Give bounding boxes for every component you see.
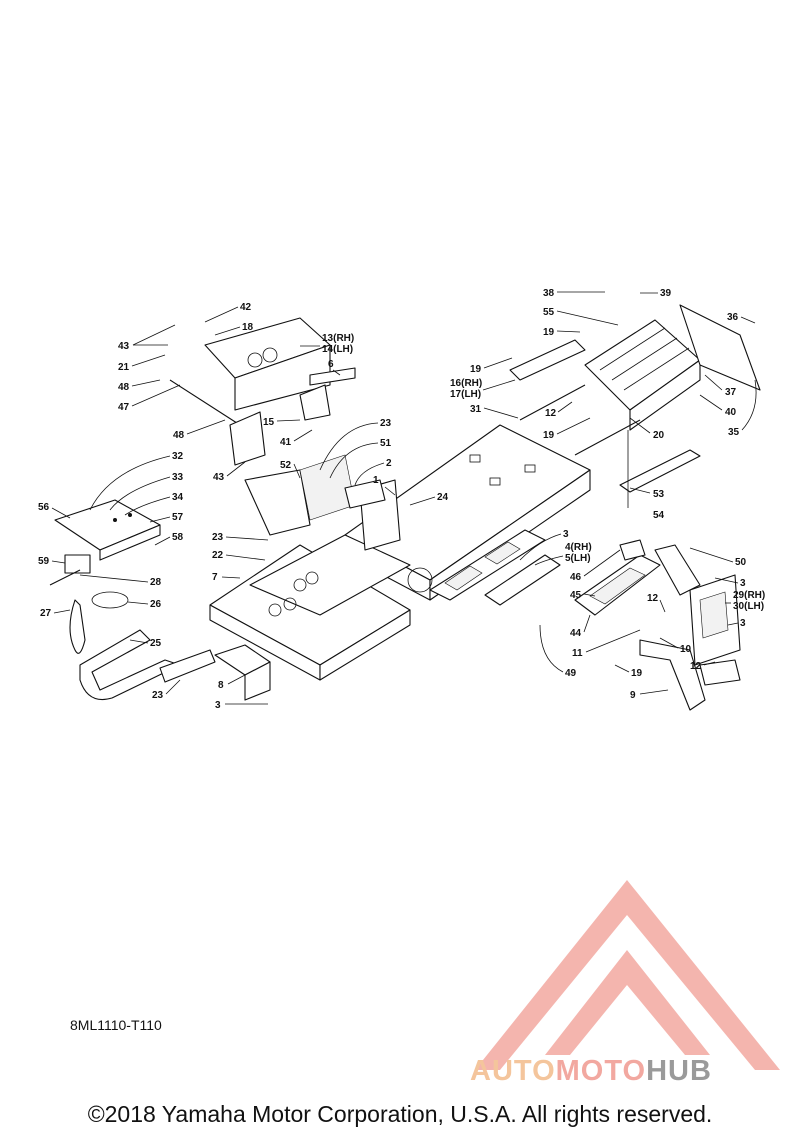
watermark-text: AUTOMOTOHUB bbox=[470, 1055, 712, 1088]
control-plate bbox=[54, 499, 161, 561]
callout-52: 52 bbox=[280, 460, 292, 471]
headlight-unit bbox=[49, 554, 91, 586]
callout-54: 54 bbox=[653, 510, 665, 521]
callout-8: 8 bbox=[218, 680, 224, 691]
callout-19c: 19 bbox=[543, 430, 555, 441]
callout-58: 58 bbox=[172, 532, 184, 543]
callout-23b: 23 bbox=[152, 690, 164, 701]
callout-47: 47 bbox=[118, 402, 130, 413]
side-panel bbox=[654, 544, 741, 666]
watermark-auto: AUTO bbox=[470, 1055, 556, 1087]
callout-38: 38 bbox=[543, 288, 555, 299]
callout-45: 45 bbox=[570, 590, 582, 601]
callout-14: 14(LH) bbox=[322, 344, 353, 355]
callout-21: 21 bbox=[118, 362, 130, 373]
callout-59: 59 bbox=[38, 556, 50, 567]
automotohub-logo bbox=[475, 880, 780, 1070]
callout-23c: 23 bbox=[212, 532, 224, 543]
callout-51: 51 bbox=[380, 438, 392, 449]
callout-41: 41 bbox=[280, 437, 292, 448]
callout-50: 50 bbox=[735, 557, 747, 568]
callout-3a: 3 bbox=[215, 700, 221, 711]
callout-17: 17(LH) bbox=[450, 389, 481, 400]
callout-53: 53 bbox=[653, 489, 665, 500]
callout-40: 40 bbox=[725, 407, 737, 418]
steering-bracket bbox=[169, 317, 356, 466]
callout-3b: 3 bbox=[563, 529, 569, 540]
callout-4: 4(RH) bbox=[565, 542, 592, 553]
callout-23a: 23 bbox=[380, 418, 392, 429]
front-bracket bbox=[214, 644, 271, 701]
callout-11: 11 bbox=[572, 648, 583, 659]
callout-10: 10 bbox=[680, 644, 692, 655]
front-bumper bbox=[79, 629, 216, 701]
callout-13: 13(RH) bbox=[322, 333, 354, 344]
callout-42: 42 bbox=[240, 302, 252, 313]
footrest-lh bbox=[484, 554, 561, 606]
callout-3d: 3 bbox=[740, 618, 746, 629]
callout-15: 15 bbox=[263, 417, 275, 428]
seat-base bbox=[244, 454, 386, 536]
callout-32: 32 bbox=[172, 451, 184, 462]
callout-35: 35 bbox=[728, 427, 740, 438]
callout-3c: 3 bbox=[740, 578, 746, 589]
callout-48b: 48 bbox=[173, 430, 185, 441]
running-board bbox=[574, 539, 661, 616]
callout-37: 37 bbox=[725, 387, 737, 398]
rear-rack bbox=[509, 319, 701, 431]
callout-25: 25 bbox=[150, 638, 162, 649]
callout-57: 57 bbox=[172, 512, 184, 523]
callout-19d: 19 bbox=[631, 668, 643, 679]
footrest-rh bbox=[429, 529, 546, 601]
front-chassis bbox=[209, 479, 411, 681]
callout-31: 31 bbox=[470, 404, 482, 415]
hitch-loop bbox=[69, 591, 129, 654]
callout-49: 49 bbox=[565, 668, 577, 679]
callout-18: 18 bbox=[242, 322, 254, 333]
callout-34: 34 bbox=[172, 492, 184, 503]
callout-39: 39 bbox=[660, 288, 672, 299]
watermark-moto: MOTO bbox=[555, 1055, 647, 1087]
callout-24: 24 bbox=[437, 492, 449, 503]
callout-26: 26 bbox=[150, 599, 162, 610]
rear-rods bbox=[519, 384, 701, 493]
callout-28: 28 bbox=[150, 577, 162, 588]
callout-16: 16(RH) bbox=[450, 378, 482, 389]
callout-1: 1 bbox=[373, 475, 379, 486]
callout-46: 46 bbox=[570, 572, 582, 583]
callout-43b: 43 bbox=[213, 472, 225, 483]
callout-48a: 48 bbox=[118, 382, 130, 393]
callout-33: 33 bbox=[172, 472, 184, 483]
callout-19b: 19 bbox=[470, 364, 482, 375]
callout-55: 55 bbox=[543, 307, 555, 318]
callout-43a: 43 bbox=[118, 341, 130, 352]
callout-labels: 38 39 55 19 36 19 16(RH) 17(LH) 31 12 19… bbox=[38, 288, 765, 711]
callout-5: 5(LH) bbox=[565, 553, 591, 564]
callout-7: 7 bbox=[212, 572, 218, 583]
callout-56: 56 bbox=[38, 502, 50, 513]
callout-9: 9 bbox=[630, 690, 636, 701]
diagram-code: 8ML1110-T110 bbox=[70, 1017, 162, 1033]
callout-20: 20 bbox=[653, 430, 665, 441]
callout-22: 22 bbox=[212, 550, 224, 561]
callout-6: 6 bbox=[328, 359, 334, 370]
rear-lift-handle bbox=[639, 639, 741, 711]
callout-36: 36 bbox=[727, 312, 739, 323]
rear-bumper bbox=[679, 304, 761, 391]
callout-12b: 12 bbox=[647, 593, 659, 604]
callout-44: 44 bbox=[570, 628, 582, 639]
callout-27: 27 bbox=[40, 608, 52, 619]
callout-2: 2 bbox=[386, 458, 392, 469]
callout-12c: 12 bbox=[690, 661, 702, 672]
callout-29: 29(RH) bbox=[733, 590, 765, 601]
callout-30: 30(LH) bbox=[733, 601, 764, 612]
callout-19a: 19 bbox=[543, 327, 555, 338]
copyright-notice: ©2018 Yamaha Motor Corporation, U.S.A. A… bbox=[87, 1101, 713, 1127]
watermark-hub: HUB bbox=[646, 1055, 712, 1087]
callout-12a: 12 bbox=[545, 408, 557, 419]
